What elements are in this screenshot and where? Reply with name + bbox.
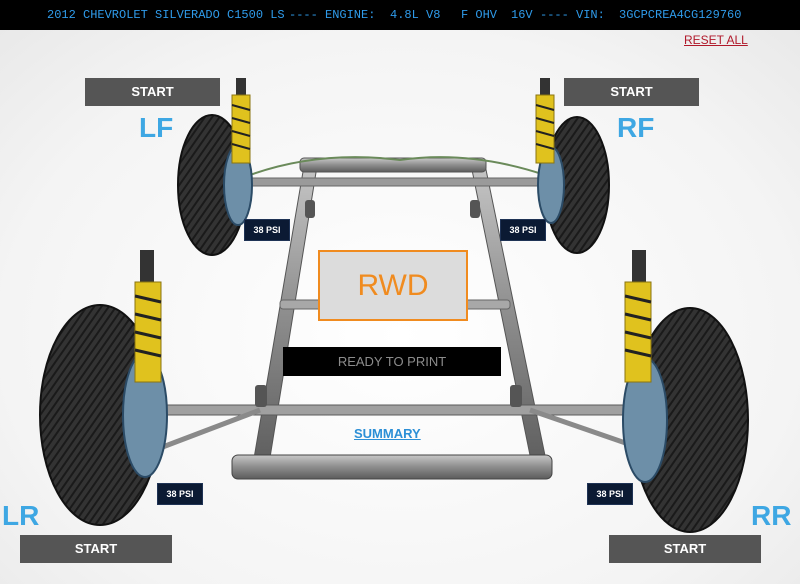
rr-pressure-badge: 38 PSI (587, 483, 633, 505)
lf-label: LF (139, 112, 174, 143)
lf-pressure-badge: 38 PSI (244, 219, 290, 241)
lf-start-button[interactable]: START (85, 78, 220, 106)
rf-pressure-badge: 38 PSI (500, 219, 546, 241)
drive-type-box: RWD (318, 250, 468, 321)
vin-label: ---- VIN: (540, 8, 605, 22)
front-right-shock (535, 78, 555, 164)
vehicle-year: 2012 (47, 8, 76, 22)
rf-label: RF (617, 112, 655, 143)
rr-label: RR (751, 500, 792, 531)
rf-start-button[interactable]: START (564, 78, 699, 106)
rr-start-button[interactable]: START (609, 535, 761, 563)
front-left-shock (231, 78, 251, 164)
lr-start-button[interactable]: START (20, 535, 172, 563)
chassis-illustration (39, 78, 749, 533)
summary-link[interactable]: SUMMARY (354, 426, 421, 441)
lr-label: LR (2, 500, 40, 531)
valvetrain-value: F OHV (461, 8, 498, 22)
vehicle-info-bar: 2012 CHEVROLET SILVERADO C1500 LS ---- E… (0, 0, 800, 30)
chassis-stage (0, 30, 800, 584)
valves-value: 16V (511, 8, 533, 22)
ready-to-print-status: READY TO PRINT (283, 347, 501, 376)
engine-label: ---- ENGINE: (289, 8, 376, 22)
reset-all-link[interactable]: RESET ALL (684, 33, 748, 47)
engine-value: 4.8L V8 (390, 8, 441, 22)
lr-pressure-badge: 38 PSI (157, 483, 203, 505)
vehicle-model: CHEVROLET SILVERADO C1500 LS (83, 8, 285, 22)
rear-left-shock (134, 250, 162, 383)
rear-right-shock (624, 250, 652, 383)
vin-value: 3GCPCREA4CG129760 (619, 8, 742, 22)
